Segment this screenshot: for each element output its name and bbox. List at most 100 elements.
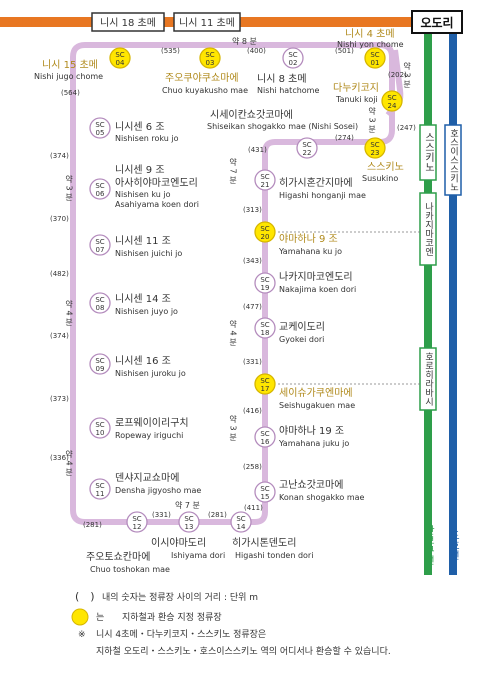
distance-sc06-sc07: (370): [50, 215, 69, 223]
toho-station-hosui-susukino[interactable]: 호스이스스키노: [444, 124, 462, 196]
distance-sc18-sc19: (477): [243, 303, 262, 311]
svg-text:Susukino: Susukino: [362, 174, 398, 183]
svg-text:오도리: 오도리: [420, 15, 453, 30]
legend-transfer-prefix: 는: [96, 612, 104, 623]
station-code: 04: [116, 59, 125, 67]
time-inner-middle: 약 4 분: [228, 319, 237, 346]
station-code: SC: [95, 182, 104, 190]
station-code: SC: [260, 430, 269, 438]
svg-text:호스이스스키노: 호스이스스키노: [448, 128, 458, 191]
distance-sc10-sc11: (336): [50, 454, 69, 462]
svg-text:Nakajima koen dori: Nakajima koen dori: [279, 285, 356, 294]
station-code: 08: [96, 304, 105, 312]
svg-text:Chuo kuyakusho mae: Chuo kuyakusho mae: [162, 86, 248, 95]
distance-sc01-sc24: (202): [388, 71, 407, 79]
station-code: SC: [95, 121, 104, 129]
svg-text:히가시톤덴도리: 히가시톤덴도리: [232, 537, 296, 549]
svg-text:주오토쇼칸마에: 주오토쇼칸마에: [86, 551, 150, 563]
legend-distance-note: 내의 숫자는 정류장 사이의 거리 : 단위 m: [102, 592, 258, 603]
time-left-upper: 약 3 분: [64, 174, 73, 201]
legend-note-line2: 지하철 오도리・스스키노・호스이스스키노 역의 어디서나 환승할 수 있습니다.: [96, 645, 391, 657]
svg-text:니시센 11 조: 니시센 11 조: [115, 235, 171, 247]
tozai-station-box-nishi-11[interactable]: 니시 11 초메: [173, 12, 241, 32]
svg-text:히가시혼간지마에: 히가시혼간지마에: [279, 176, 353, 189]
svg-text:나카지마코엔도리: 나카지마코엔도리: [279, 271, 353, 283]
station-label-sc24: 다누키코지 Tanuki koji: [333, 82, 379, 104]
distance-sc23-sc24: (247): [397, 124, 416, 132]
nanboku-station-susukino[interactable]: 스스키노: [419, 124, 437, 181]
svg-text:나카지마코엔: 나카지마코엔: [423, 202, 433, 256]
station-label-sc10: 로프웨이이리구치 Ropeway iriguchi: [115, 417, 189, 440]
distance-sc22-sc23: (274): [335, 134, 354, 142]
station-code: SC: [95, 296, 104, 304]
station-code: 19: [261, 284, 270, 292]
svg-text:Nishi yon chome: Nishi yon chome: [337, 40, 404, 49]
station-label-sc03: 주오쿠야쿠쇼마에 Chuo kuyakusho mae: [162, 72, 248, 95]
legend-bracket: ( ): [75, 590, 95, 603]
nanboku-station-horohirabashi[interactable]: 호로히라바시: [419, 347, 437, 411]
svg-text:아사히야마코엔도리: 아사히야마코엔도리: [115, 177, 198, 189]
nanboku-line-label: 난보쿠선: [423, 525, 435, 565]
svg-text:니시센 14 조: 니시센 14 조: [115, 293, 171, 305]
station-code: SC: [95, 238, 104, 246]
svg-text:세이슈가쿠엔마에: 세이슈가쿠엔마에: [279, 387, 353, 399]
station-code: 18: [261, 329, 270, 337]
distance-sc03-sc02: (400): [247, 47, 266, 55]
station-label-sc17: 세이슈가쿠엔마에 Seishugakuen mae: [279, 387, 355, 410]
svg-text:Nishisen juroku jo: Nishisen juroku jo: [115, 369, 186, 378]
svg-text:Nishisen roku jo: Nishisen roku jo: [115, 134, 179, 143]
station-label-sc23: 스스키노 Susukino: [362, 161, 404, 183]
nanboku-station-nakajimakoen[interactable]: 나카지마코엔: [419, 192, 437, 266]
station-label-sc16: 야마하나 19 조 Yamahana juku jo: [278, 424, 349, 448]
station-label-sc21: 히가시혼간지마에 Higashi honganji mae: [279, 176, 366, 200]
tozai-station-box-nishi-18[interactable]: 니시 18 초메: [91, 12, 165, 32]
svg-text:Yamahana juku jo: Yamahana juku jo: [278, 439, 349, 448]
svg-text:니시 18 초메: 니시 18 초메: [100, 17, 156, 29]
station-code: 15: [261, 493, 270, 501]
station-code: 01: [371, 59, 380, 67]
station-label-sc15: 고난쇼갓코마에 Konan shogakko mae: [279, 479, 365, 502]
distance-sc17-sc18: (331): [243, 358, 262, 366]
station-label-sc19: 나카지마코엔도리 Nakajima koen dori: [279, 271, 356, 294]
toho-line: [449, 30, 457, 575]
station-label-sc04: 니시 15 초메 Nishi jugo chome: [34, 59, 103, 81]
distance-sc13-sc14: (281): [208, 511, 227, 519]
station-code: 14: [237, 523, 246, 531]
distance-sc12-sc13: (331): [152, 511, 171, 519]
station-code: 07: [96, 246, 105, 254]
svg-text:Ishiyama dori: Ishiyama dori: [171, 551, 225, 560]
time-top: 약 8 분: [232, 36, 257, 46]
station-code: SC: [387, 94, 396, 102]
time-left-middle: 약 4 분: [64, 299, 73, 326]
station-label-sc22: 시세이칸쇼갓코마에 Shiseikan shogakko mae (Nishi …: [207, 109, 358, 131]
odori-hub[interactable]: 오도리: [411, 10, 463, 34]
station-code: SC: [95, 482, 104, 490]
svg-text:고난쇼갓코마에: 고난쇼갓코마에: [279, 479, 343, 491]
svg-text:Asahiyama koen dori: Asahiyama koen dori: [115, 200, 199, 209]
station-label-sc02: 니시 8 초메 Nishi hatchome: [257, 73, 319, 95]
